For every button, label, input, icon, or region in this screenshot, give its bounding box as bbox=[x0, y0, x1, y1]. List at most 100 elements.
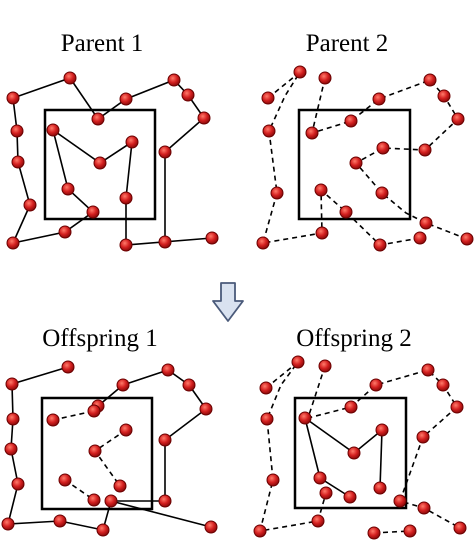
crossover-region-box bbox=[40, 396, 154, 511]
city-node bbox=[87, 493, 101, 507]
city-node bbox=[416, 430, 430, 444]
city-node bbox=[93, 156, 107, 170]
offspring-2-panel bbox=[253, 355, 467, 540]
city-node bbox=[451, 112, 465, 126]
city-node bbox=[91, 112, 105, 126]
city-node bbox=[260, 412, 274, 426]
city-node bbox=[10, 124, 24, 138]
city-node bbox=[253, 524, 267, 538]
offspring-2-tour-inner bbox=[304, 417, 383, 489]
city-node bbox=[375, 423, 389, 437]
city-node bbox=[158, 145, 172, 159]
city-node bbox=[158, 494, 172, 508]
city-node bbox=[413, 231, 427, 245]
city-node bbox=[270, 186, 284, 200]
offspring-1-title: Offspring 1 bbox=[42, 325, 158, 352]
offspring-1-tour-right bbox=[110, 500, 212, 528]
city-node bbox=[437, 89, 451, 103]
offspring-2-nodes bbox=[253, 355, 467, 540]
city-node bbox=[119, 92, 133, 106]
city-node bbox=[460, 232, 474, 246]
city-node bbox=[450, 400, 464, 414]
city-node bbox=[344, 400, 358, 414]
city-node bbox=[318, 71, 332, 85]
city-node bbox=[23, 198, 37, 212]
city-node bbox=[119, 423, 133, 437]
parent-1-panel bbox=[6, 71, 219, 252]
city-node bbox=[369, 378, 383, 392]
city-node bbox=[61, 182, 75, 196]
city-node bbox=[311, 514, 325, 528]
city-node bbox=[313, 471, 327, 485]
city-node bbox=[372, 92, 386, 106]
city-node bbox=[158, 235, 172, 249]
city-node bbox=[181, 88, 195, 102]
city-node bbox=[305, 126, 319, 140]
city-node bbox=[116, 378, 130, 392]
city-node bbox=[339, 205, 353, 219]
city-node bbox=[104, 494, 118, 508]
city-node bbox=[167, 73, 181, 87]
city-node bbox=[259, 381, 273, 395]
city-node bbox=[6, 91, 20, 105]
city-node bbox=[314, 183, 328, 197]
offspring-2-tour-inner-b bbox=[304, 417, 351, 498]
city-node bbox=[423, 73, 437, 87]
city-node bbox=[419, 216, 433, 230]
city-node bbox=[347, 446, 361, 460]
city-node bbox=[199, 402, 213, 416]
city-node bbox=[46, 123, 60, 137]
city-node bbox=[204, 520, 218, 534]
city-node bbox=[119, 191, 133, 205]
city-node bbox=[161, 363, 175, 377]
city-node bbox=[367, 526, 381, 540]
city-node bbox=[205, 231, 219, 245]
city-node bbox=[58, 225, 72, 239]
city-node bbox=[418, 143, 432, 157]
city-node bbox=[293, 65, 307, 79]
offspring-2-tour-a bbox=[306, 365, 461, 529]
city-node bbox=[393, 494, 407, 508]
city-node bbox=[5, 377, 19, 391]
parent-1-title: Parent 1 bbox=[60, 30, 144, 57]
city-node bbox=[376, 141, 390, 155]
city-node bbox=[113, 479, 127, 493]
city-node bbox=[315, 226, 329, 240]
city-node bbox=[6, 236, 20, 250]
city-node bbox=[266, 473, 280, 487]
city-node bbox=[256, 236, 270, 250]
down-arrow-icon bbox=[212, 282, 244, 322]
parent-1-nodes bbox=[6, 71, 219, 252]
crossover-region-box bbox=[297, 108, 412, 221]
city-node bbox=[88, 444, 102, 458]
city-node bbox=[11, 155, 25, 169]
crossover-region-box bbox=[293, 396, 408, 510]
parent-2-nodes bbox=[256, 65, 474, 252]
offspring-2-title: Offspring 2 bbox=[296, 325, 412, 352]
city-node bbox=[4, 442, 18, 456]
city-node bbox=[63, 71, 77, 85]
city-node bbox=[298, 411, 312, 425]
city-node bbox=[182, 378, 196, 392]
city-node bbox=[53, 514, 67, 528]
city-node bbox=[58, 473, 72, 487]
city-node bbox=[417, 501, 431, 515]
city-node bbox=[319, 486, 333, 500]
city-node bbox=[119, 238, 133, 252]
offspring-1-tour-outer bbox=[6, 366, 208, 531]
city-node bbox=[96, 523, 110, 537]
city-node bbox=[344, 114, 358, 128]
city-node bbox=[343, 490, 357, 504]
parent-1-tour-inner bbox=[12, 128, 213, 246]
city-node bbox=[453, 521, 467, 535]
city-node bbox=[373, 481, 387, 495]
city-node bbox=[125, 135, 139, 149]
city-node bbox=[261, 91, 275, 105]
city-node bbox=[262, 124, 276, 138]
city-node bbox=[86, 205, 100, 219]
city-node bbox=[11, 477, 25, 491]
city-node bbox=[1, 517, 15, 531]
offspring-1-panel bbox=[1, 360, 218, 537]
city-node bbox=[318, 359, 332, 373]
